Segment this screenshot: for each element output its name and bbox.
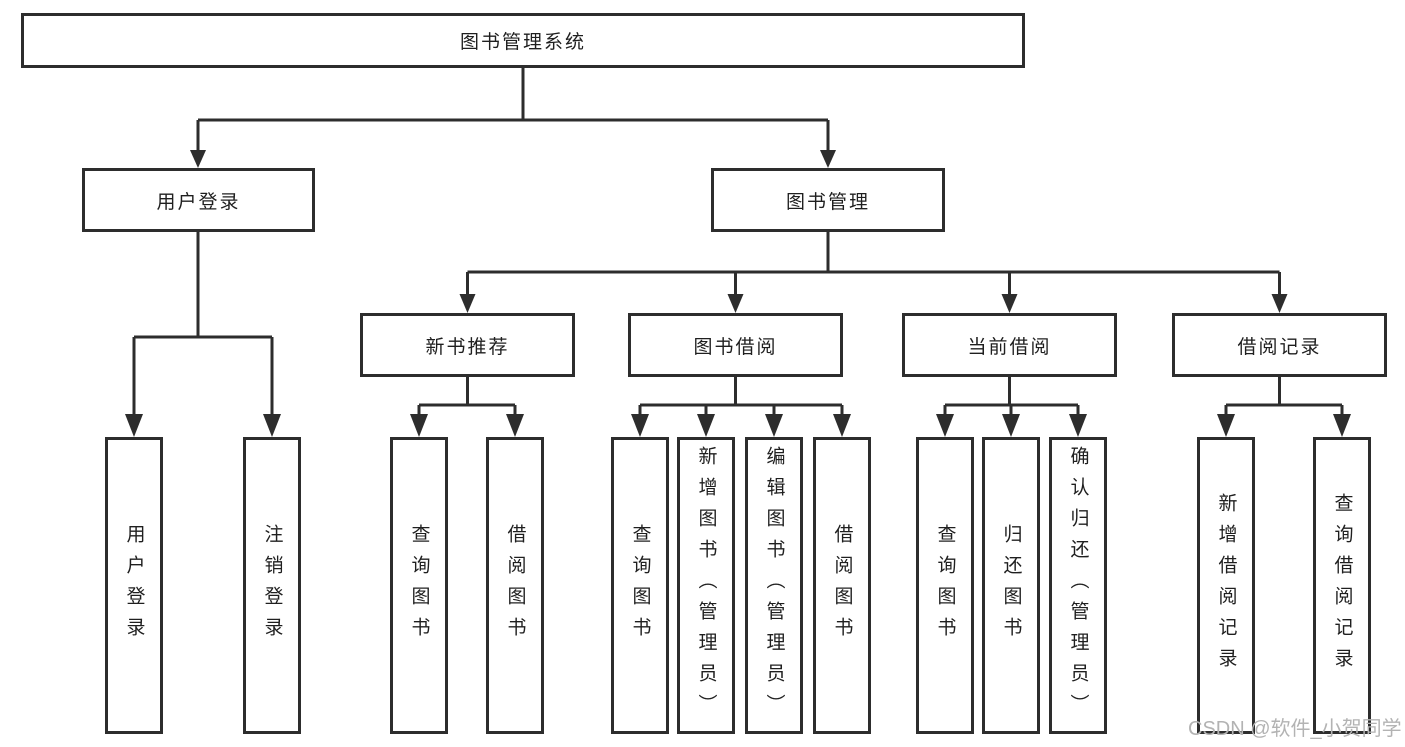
leaf-newbook-borrow-book: 借阅图书 [486,437,544,734]
leaf-newbook-query-book-label: 查询图书 [408,523,430,648]
node-current-borrow-label: 当前借阅 [967,336,1052,358]
arrow-down-icon [765,414,783,437]
leaf-current-confirm-return-admin: 确认归还（管理员） [1049,437,1107,734]
connector-current-borrow-to-leaves [936,377,1087,437]
arrow-down-icon [263,414,281,437]
node-root-label: 图书管理系统 [459,32,586,53]
leaf-current-return-book-label: 归还图书 [1000,523,1022,648]
leaf-borrow-edit-book-admin-label: 编辑图书（管理员） [763,446,785,725]
leaf-borrow-query-book: 查询图书 [611,437,669,734]
leaf-current-query-book: 查询图书 [916,437,974,734]
node-current-borrow: 当前借阅 [902,313,1117,377]
arrow-down-icon [1217,414,1235,437]
leaf-records-query-record-label: 查询借阅记录 [1331,492,1353,679]
arrow-down-icon [631,414,649,437]
arrow-down-icon [833,414,851,437]
leaf-current-query-book-label: 查询图书 [934,523,956,648]
connector-book-mgmt-to-level3 [459,232,1288,313]
node-book-borrow-label: 图书借阅 [693,336,778,358]
node-book-management-label: 图书管理 [785,191,870,213]
arrow-down-icon [190,150,206,168]
leaf-user-login-label: 用户登录 [123,523,145,648]
connector-book-borrow-to-leaves [631,377,851,437]
node-new-book-recommend-label: 新书推荐 [425,336,510,358]
leaf-borrow-edit-book-admin: 编辑图书（管理员） [745,437,803,734]
node-root: 图书管理系统 [21,13,1025,68]
arrow-down-icon [697,414,715,437]
leaf-records-query-record: 查询借阅记录 [1313,437,1371,734]
node-user-login-label: 用户登录 [156,191,241,213]
arrow-down-icon [1069,414,1087,437]
connector-new-book-to-leaves [410,377,524,437]
arrow-down-icon [410,414,428,437]
leaf-current-return-book: 归还图书 [982,437,1040,734]
leaf-current-confirm-return-admin-label: 确认归还（管理员） [1067,446,1089,725]
leaf-borrow-borrow-book-label: 借阅图书 [831,523,853,648]
node-book-borrow: 图书借阅 [628,313,843,377]
leaf-borrow-add-book-admin-label: 新增图书（管理员） [695,446,717,725]
arrow-down-icon [1333,414,1351,437]
connector-borrow-records-to-leaves [1217,377,1351,437]
leaf-borrow-query-book-label: 查询图书 [629,523,651,648]
arrow-down-icon [459,294,476,313]
node-borrow-records: 借阅记录 [1172,313,1387,377]
leaf-user-login: 用户登录 [105,437,163,734]
leaf-borrow-add-book-admin: 新增图书（管理员） [677,437,735,734]
arrow-down-icon [936,414,954,437]
connector-root-to-level2 [190,68,836,168]
connector-user-login-to-leaves [125,232,281,437]
leaf-newbook-borrow-book-label: 借阅图书 [504,523,526,648]
node-book-management: 图书管理 [711,168,945,232]
arrow-down-icon [1001,294,1018,313]
arrow-down-icon [506,414,524,437]
leaf-logout-login-label: 注销登录 [261,523,283,648]
leaf-records-add-record-label: 新增借阅记录 [1215,492,1237,679]
leaf-records-add-record: 新增借阅记录 [1197,437,1255,734]
leaf-newbook-query-book: 查询图书 [390,437,448,734]
arrow-down-icon [1002,414,1020,437]
node-new-book-recommend: 新书推荐 [360,313,575,377]
leaf-logout-login: 注销登录 [243,437,301,734]
arrow-down-icon [820,150,836,168]
arrow-down-icon [125,414,143,437]
leaf-borrow-borrow-book: 借阅图书 [813,437,871,734]
csdn-watermark: CSDN @软件_小贺同学 [1188,718,1402,740]
arrow-down-icon [727,294,744,313]
arrow-down-icon [1271,294,1288,313]
node-user-login: 用户登录 [82,168,315,232]
node-borrow-records-label: 借阅记录 [1237,336,1322,358]
